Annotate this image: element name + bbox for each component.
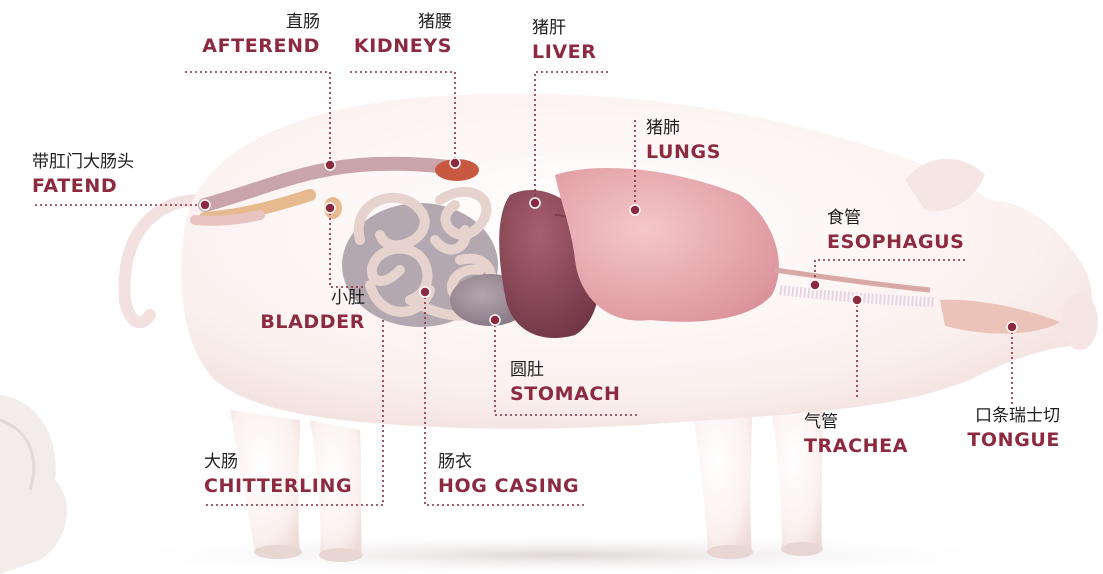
kidneys-cn: 猪腰	[340, 14, 452, 31]
afterend-en: AFTEREND	[190, 37, 320, 56]
trachea-en: TRACHEA	[804, 437, 908, 456]
fatend-en: FATEND	[32, 177, 134, 196]
label-fatend: 带肛门大肠头 FATEND	[32, 154, 134, 196]
label-tongue: 口条瑞士切 TONGUE	[945, 408, 1060, 450]
trachea-cn: 气管	[804, 414, 908, 431]
hog-casing-en: HOG CASING	[438, 477, 579, 496]
ground-shadow	[90, 533, 1030, 574]
bladder-en: BLADDER	[250, 313, 365, 332]
hog-casing-cn: 肠衣	[438, 454, 579, 471]
afterend-cn: 直肠	[190, 14, 320, 31]
tongue-cn: 口条瑞士切	[945, 408, 1060, 425]
esophagus-en: ESOPHAGUS	[827, 233, 964, 252]
kidneys-en: KIDNEYS	[340, 37, 452, 56]
label-kidneys: 猪腰 KIDNEYS	[340, 14, 452, 56]
chitterling-cn: 大肠	[204, 454, 352, 471]
label-esophagus: 食管 ESOPHAGUS	[827, 210, 964, 252]
pig-leg-front-left	[690, 400, 752, 552]
label-stomach: 圆肚 STOMACH	[510, 362, 620, 404]
lungs-en: LUNGS	[646, 143, 721, 162]
label-afterend: 直肠 AFTEREND	[190, 14, 320, 56]
label-lungs: 猪肺 LUNGS	[646, 120, 721, 162]
bladder-cn: 小肚	[250, 290, 365, 307]
chitterling-en: CHITTERLING	[204, 477, 352, 496]
stomach-en: STOMACH	[510, 385, 620, 404]
label-trachea: 气管 TRACHEA	[804, 414, 908, 456]
liver-en: LIVER	[532, 43, 597, 62]
label-bladder: 小肚 BLADDER	[250, 290, 365, 332]
lungs-cn: 猪肺	[646, 120, 721, 137]
esophagus-cn: 食管	[827, 210, 964, 227]
label-chitterling: 大肠 CHITTERLING	[204, 454, 352, 496]
label-hog-casing: 肠衣 HOG CASING	[438, 454, 579, 496]
fatend-cn: 带肛门大肠头	[32, 154, 134, 171]
liver-cn: 猪肝	[532, 20, 597, 37]
label-liver: 猪肝 LIVER	[532, 20, 597, 62]
pig-snout	[1062, 294, 1098, 350]
stomach-cn: 圆肚	[510, 362, 620, 379]
cloth-shape	[0, 395, 67, 574]
tongue-en: TONGUE	[945, 431, 1060, 450]
